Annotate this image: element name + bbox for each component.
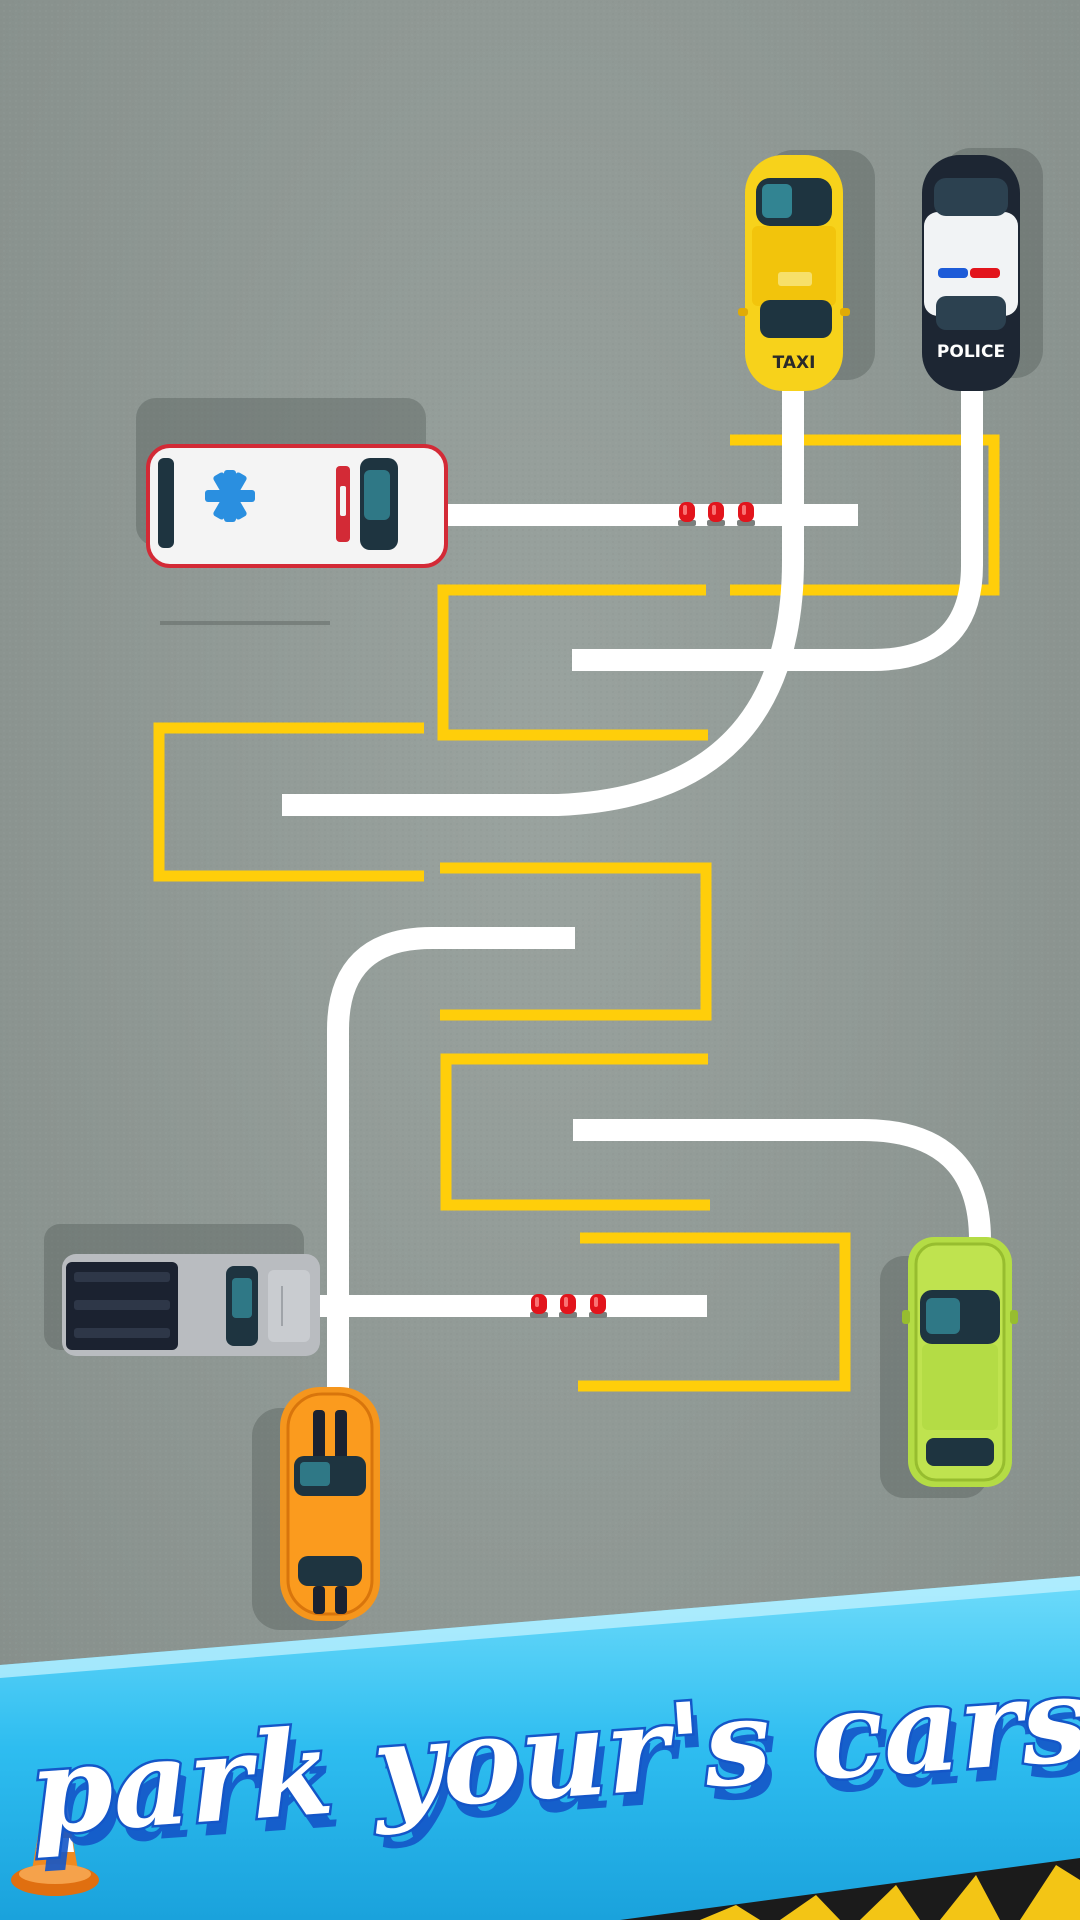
parking-slot-center	[440, 862, 712, 1021]
suv-car[interactable]	[880, 1237, 1018, 1498]
parking-lines	[153, 434, 1000, 1392]
police-car[interactable]: POLICE	[922, 148, 1043, 391]
parking-slot-bottom-right	[578, 1232, 851, 1392]
police-label: POLICE	[937, 342, 1005, 362]
sports-car[interactable]	[252, 1387, 380, 1630]
barrier-bottom	[530, 1294, 607, 1318]
parking-slot-mid	[437, 584, 708, 741]
taxi-label: TAXI	[773, 353, 816, 373]
barrier-top	[678, 502, 755, 526]
path-taxi[interactable]	[282, 370, 804, 816]
path-police[interactable]	[572, 390, 983, 671]
parking-slot-left	[153, 722, 424, 882]
path-sports[interactable]	[327, 927, 575, 1395]
taxi-car[interactable]: TAXI	[738, 150, 875, 391]
pickup-truck[interactable]	[44, 1224, 320, 1356]
guide-paths	[282, 370, 991, 1395]
parking-slot-top-right	[730, 434, 1000, 596]
ambulance-car[interactable]	[136, 398, 448, 625]
parking-slot-lower	[440, 1053, 710, 1211]
medical-star-icon	[205, 470, 255, 522]
path-suv[interactable]	[573, 1119, 991, 1241]
